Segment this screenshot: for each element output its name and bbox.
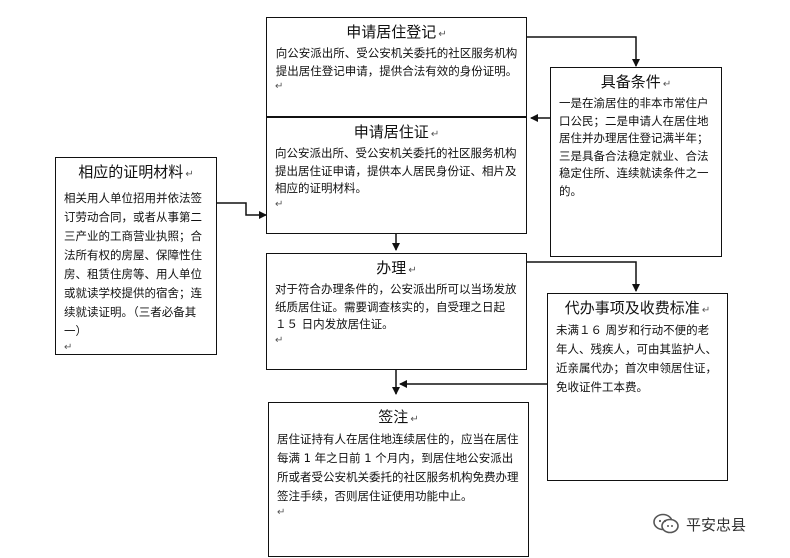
apply-permit-body: 向公安派出所、受公安机关委托的社区服务机构提出居住证申请，提供本人居民身份证、相… <box>275 146 517 195</box>
apply-permit-para-mark: ↵ <box>275 198 284 210</box>
endorse-box: 签注↵ 居住证持有人在居住地连续居住的，应当在居住每满 1 年之日前 1 个月内… <box>268 402 529 557</box>
materials-title: 相应的证明材料↵ <box>78 163 194 181</box>
arrow-register-to-conditions <box>526 36 640 67</box>
materials-box: 相应的证明材料↵ 相关用人单位招用并依法签订劳动合同，或者从事第二三产业的工商营… <box>55 157 217 355</box>
endorse-body: 居住证持有人在居住地连续居住的，应当在居住每满 1 年之日前 1 个月内，到居住… <box>277 432 519 503</box>
apply-permit-title: 申请居住证↵ <box>353 123 440 141</box>
agent-fee-body: 未满１６ 周岁和行动不便的老年人、残疾人，可由其监护人、近亲属代办；首次申领居住… <box>556 323 717 394</box>
agent-fee-title: 代办事项及收费标准↵ <box>564 299 711 317</box>
conditions-title: 具备条件↵ <box>600 73 672 91</box>
process-body: 对于符合办理条件的，公安派出所可以当场发放纸质居住证。需要调查核实的，自受理之日… <box>275 282 517 331</box>
register-body: 向公安派出所、受公安机关委托的社区服务机构提出居住登记申请，提供合法有效的身份证… <box>275 46 518 78</box>
conditions-box: 具备条件↵ 一是在渝居住的非本市常住户口公民；二是申请人在居住地居住并办理居住登… <box>550 67 722 257</box>
conditions-body: 一是在渝居住的非本市常住户口公民；二是申请人在居住地居住并办理居住登记满半年；三… <box>559 96 709 198</box>
watermark: 平安忠县 <box>652 513 746 535</box>
register-title: 申请居住登记↵ <box>346 23 447 41</box>
materials-body: 相关用人单位招用并依法签订劳动合同，或者从事第二三产业的工商营业执照；合法所有权… <box>64 191 202 338</box>
watermark-text: 平安忠县 <box>686 515 747 534</box>
register-box: 申请居住登记↵ 向公安派出所、受公安机关委托的社区服务机构提出居住登记申请，提供… <box>266 17 527 117</box>
arrow-materials-to-apply <box>216 202 267 219</box>
apply-permit-box: 申请居住证↵ 向公安派出所、受公安机关委托的社区服务机构提出居住证申请，提供本人… <box>266 117 527 234</box>
register-para-mark: ↵ <box>275 81 284 92</box>
process-box: 办理↵ 对于符合办理条件的，公安派出所可以当场发放纸质居住证。需要调查核实的，自… <box>266 253 527 370</box>
arrow-process-to-agent <box>526 261 640 292</box>
wechat-icon <box>653 513 679 534</box>
endorse-title: 签注↵ <box>378 408 419 426</box>
process-title: 办理↵ <box>376 259 417 277</box>
endorse-para-mark: ↵ <box>277 507 286 518</box>
process-para-mark: ↵ <box>275 334 284 346</box>
agent-fee-box: 代办事项及收费标准↵ 未满１６ 周岁和行动不便的老年人、残疾人，可由其监护人、近… <box>547 293 728 481</box>
materials-para-mark: ↵ <box>64 342 73 353</box>
